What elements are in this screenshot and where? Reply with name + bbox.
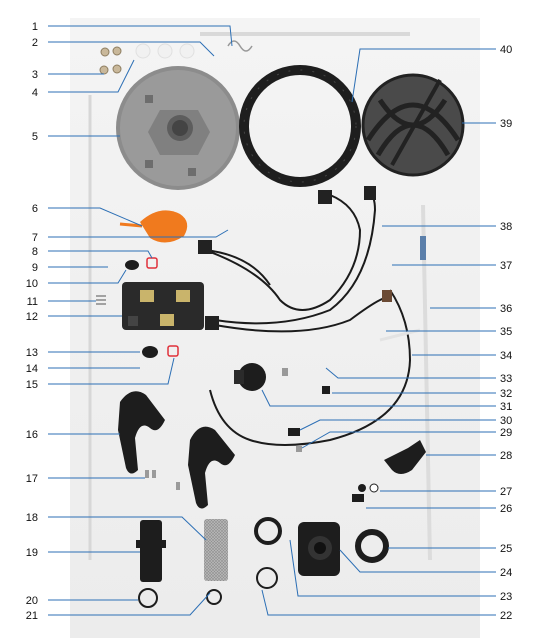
label-20: 20 [26,595,38,607]
part-nuts [99,43,195,75]
part-ring-27b [369,483,379,493]
label-40: 40 [500,44,512,56]
label-7: 7 [32,232,38,244]
part-ring-27a [358,484,366,492]
part-harness-connector-c [198,240,212,254]
label-35: 35 [500,326,512,338]
label-39: 39 [500,118,512,130]
label-31: 31 [500,401,512,413]
label-2: 2 [32,37,38,49]
label-6: 6 [32,203,38,215]
label-13: 13 [26,347,38,359]
part-spring [96,295,106,305]
label-5: 5 [32,131,38,143]
part-strainer-cone [361,73,465,177]
label-1: 1 [32,21,38,33]
part-orange-tab [119,210,188,243]
label-26: 26 [500,503,512,515]
label-30: 30 [500,415,512,427]
part-small-fitting-29 [296,446,302,452]
part-black-cap-lower [142,346,158,358]
part-red-seal-upper [146,257,158,269]
part-filter-screen [204,519,228,581]
part-nut-ring [355,529,389,563]
label-10: 10 [26,278,38,290]
label-9: 9 [32,262,38,274]
part-harness-connector-e [382,290,392,302]
part-black-cap-upper [125,260,139,270]
label-17: 17 [26,473,38,485]
label-18: 18 [26,512,38,524]
part-small-fitting-32 [322,386,330,394]
part-clear-tube [421,204,432,561]
part-oring-23 [254,517,282,545]
label-14: 14 [26,363,38,375]
label-3: 3 [32,69,38,81]
part-screws [145,470,180,490]
label-25: 25 [500,543,512,555]
label-22: 22 [500,610,512,622]
label-21: 21 [26,610,38,622]
part-harness-connector-a [318,190,332,204]
part-black-valve [234,363,266,391]
label-15: 15 [26,379,38,391]
part-small-fitting-33 [282,368,288,376]
label-33: 33 [500,373,512,385]
leader-lines [48,25,496,616]
part-nozzle [384,440,426,474]
part-blue-fitting [420,236,426,260]
part-oring-21 [206,589,222,605]
part-bracket-left [118,391,165,474]
part-oring-22 [256,567,278,589]
label-29: 29 [500,427,512,439]
part-grey-cover [116,66,240,190]
label-4: 4 [32,87,38,99]
part-gasket-ring [239,65,361,187]
label-19: 19 [26,547,38,559]
label-34: 34 [500,350,512,362]
part-oring-20 [138,588,158,608]
part-harness-connector-b [364,186,376,200]
label-23: 23 [500,591,512,603]
label-32: 32 [500,388,512,400]
part-filter-housing [136,520,166,582]
label-27: 27 [500,486,512,498]
label-28: 28 [500,450,512,462]
part-small-fitting-30 [288,428,300,436]
part-valve-body [298,522,340,576]
part-number-labels: 1 2 3 4 5 6 7 8 9 10 11 12 13 14 15 16 1… [26,21,513,622]
label-12: 12 [26,311,38,323]
part-control-module [122,282,204,330]
part-harness-connector-d [205,316,219,330]
label-11: 11 [27,296,38,308]
label-8: 8 [32,246,38,258]
part-red-seal-lower [167,345,179,357]
part-clear-tube-short [379,328,421,342]
label-16: 16 [26,429,38,441]
label-24: 24 [500,567,512,579]
label-38: 38 [500,221,512,233]
part-ring-26 [352,494,364,502]
label-37: 37 [500,260,512,272]
part-bracket-right [188,426,235,509]
part-wiring-harness [204,189,412,446]
label-36: 36 [500,303,512,315]
